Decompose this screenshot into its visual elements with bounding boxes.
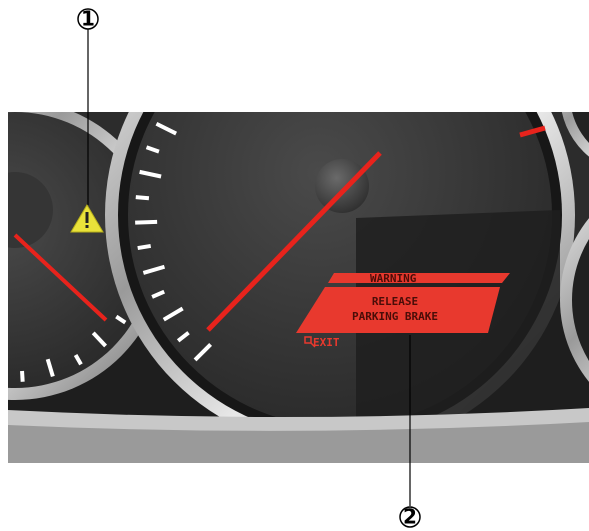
left-gauge-tick — [22, 371, 23, 382]
speedometer-tick — [136, 197, 149, 198]
warning-header-text: WARNING — [370, 272, 417, 285]
warning-header-bar — [328, 273, 510, 283]
warning-line-1: RELEASE — [372, 295, 418, 308]
speedometer-tick — [185, 81, 202, 95]
exit-label[interactable]: EXIT — [313, 336, 340, 349]
speedometer-tick — [169, 102, 180, 109]
callout-2-number: 2 — [403, 505, 417, 529]
needle-hub — [315, 159, 369, 213]
speedometer-gauge — [105, 0, 575, 450]
speedometer-tick — [135, 222, 157, 223]
callout-1-number: 1 — [81, 7, 95, 31]
speedometer-tick — [202, 63, 211, 73]
speedometer-tick — [138, 246, 151, 248]
speedometer-tick — [222, 47, 235, 65]
warning-line-2: PARKING BRAKE — [352, 310, 438, 323]
